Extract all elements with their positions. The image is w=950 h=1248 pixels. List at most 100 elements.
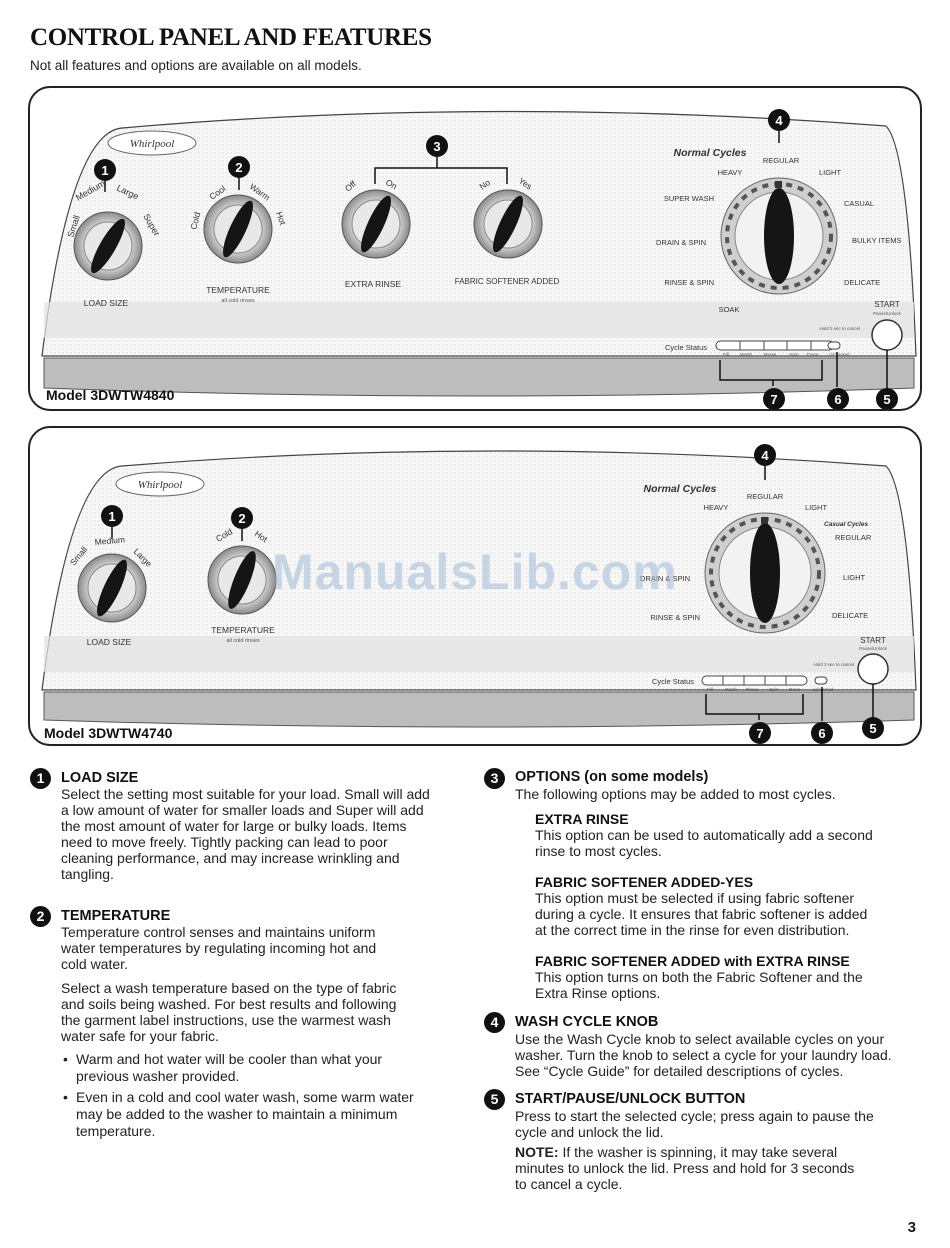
svg-text:Pause/Unlock: Pause/Unlock bbox=[873, 311, 902, 316]
load-size-knob[interactable] bbox=[73, 211, 143, 281]
svg-text:REGULAR: REGULAR bbox=[763, 156, 800, 165]
svg-text:DRAIN & SPIN: DRAIN & SPIN bbox=[640, 574, 690, 583]
fabric-softener-text: This option must be selected if using fa… bbox=[535, 890, 868, 938]
section-3-number: 3 bbox=[484, 768, 505, 789]
wash-cycle-heading: WASH CYCLE KNOB bbox=[515, 1014, 659, 1030]
start-button-heading: START/PAUSE/UNLOCK BUTTON bbox=[515, 1091, 746, 1107]
load-size-label: LOAD SIZE bbox=[87, 637, 132, 647]
load-size-knob[interactable] bbox=[77, 553, 147, 623]
svg-text:6: 6 bbox=[834, 392, 841, 407]
svg-text:Hold 3 sec to cancel: Hold 3 sec to cancel bbox=[819, 326, 860, 331]
svg-text:START: START bbox=[860, 636, 886, 645]
callout-6-icon bbox=[811, 722, 833, 744]
svg-text:SUPER WASH: SUPER WASH bbox=[664, 194, 714, 203]
svg-text:Fill: Fill bbox=[723, 352, 729, 358]
callout-3-icon bbox=[426, 135, 448, 157]
svg-text:DRAIN & SPIN: DRAIN & SPIN bbox=[656, 238, 706, 247]
svg-text:RINSE & SPIN: RINSE & SPIN bbox=[650, 613, 700, 622]
fabric-softener-heading: FABRIC SOFTENER ADDED-YES bbox=[535, 874, 754, 890]
svg-text:Fill: Fill bbox=[707, 687, 713, 693]
fabric-softener-knob[interactable] bbox=[473, 189, 543, 259]
temperature-bullet-1: • Warm and hot water will be cooler than… bbox=[63, 1051, 383, 1084]
extra-rinse-knob[interactable] bbox=[341, 189, 411, 259]
svg-text:2: 2 bbox=[235, 160, 242, 175]
model-label: Model 3DWTW4840 bbox=[46, 387, 175, 403]
page-number: 3 bbox=[907, 1219, 916, 1236]
svg-text:Medium: Medium bbox=[94, 534, 125, 547]
svg-text:Wash: Wash bbox=[740, 352, 752, 358]
callout-1-icon bbox=[94, 159, 116, 181]
extra-rinse-label: EXTRA RINSE bbox=[345, 279, 402, 289]
extra-rinse-heading: EXTRA RINSE bbox=[535, 811, 629, 827]
temperature-knob[interactable] bbox=[203, 194, 273, 264]
page-title: CONTROL PANEL AND FEATURES bbox=[30, 24, 432, 51]
svg-text:Cycle Status: Cycle Status bbox=[652, 677, 694, 686]
temperature-text-1: Temperature control senses and maintains… bbox=[61, 924, 377, 972]
svg-text:REGULAR: REGULAR bbox=[835, 533, 872, 542]
svg-text:LIGHT: LIGHT bbox=[819, 168, 842, 177]
svg-text:5: 5 bbox=[869, 721, 876, 736]
cycle-status-lights bbox=[701, 675, 808, 686]
temperature-label: TEMPERATURE bbox=[206, 285, 270, 295]
whirlpool-logo bbox=[107, 130, 197, 156]
lid-locked-light bbox=[814, 676, 828, 685]
section-2-number: 2 bbox=[30, 906, 51, 927]
wash-cycle-knob[interactable] bbox=[704, 512, 826, 634]
section-4-number: 4 bbox=[484, 1012, 505, 1033]
svg-text:Normal Cycles: Normal Cycles bbox=[644, 483, 717, 495]
cycle-status-lights bbox=[715, 340, 835, 351]
svg-text:1: 1 bbox=[108, 509, 115, 524]
start-button[interactable] bbox=[871, 319, 903, 351]
svg-text:Rinse: Rinse bbox=[764, 352, 777, 358]
svg-text:4: 4 bbox=[775, 113, 783, 128]
callout-2-icon bbox=[231, 507, 253, 529]
svg-text:HEAVY: HEAVY bbox=[718, 168, 743, 177]
temperature-text-2: Select a wash temperature based on the t… bbox=[61, 980, 397, 1044]
svg-text:Rinse: Rinse bbox=[746, 687, 759, 693]
callout-7-icon bbox=[749, 722, 771, 744]
console-bottom-band bbox=[43, 691, 915, 728]
page-subtitle: Not all features and options are availab… bbox=[30, 58, 362, 73]
svg-text:RINSE & SPIN: RINSE & SPIN bbox=[664, 278, 714, 287]
options-heading: OPTIONS (on some models) bbox=[515, 769, 709, 785]
fabric-softener-label: FABRIC SOFTENER ADDED bbox=[455, 277, 560, 286]
svg-text:DELICATE: DELICATE bbox=[832, 611, 868, 620]
lid-locked-light bbox=[827, 341, 841, 350]
svg-text:Cold: Cold bbox=[188, 211, 202, 231]
section-1-number: 1 bbox=[30, 768, 51, 789]
load-size-text: Select the setting most suitable for you… bbox=[61, 786, 430, 882]
svg-text:REGULAR: REGULAR bbox=[747, 492, 784, 501]
svg-text:DELICATE: DELICATE bbox=[844, 278, 880, 287]
extra-rinse-text: This option can be used to automatically… bbox=[535, 827, 873, 859]
svg-text:3: 3 bbox=[433, 139, 440, 154]
whirlpool-logo bbox=[115, 471, 205, 497]
temperature-bullet-2: • Even in a cold and cool water wash, so… bbox=[63, 1089, 414, 1139]
brand-text: Whirlpool bbox=[130, 138, 175, 150]
svg-text:CASUAL: CASUAL bbox=[844, 199, 874, 208]
svg-text:Done: Done bbox=[789, 687, 801, 693]
callout-1-icon bbox=[101, 505, 123, 527]
load-size-label: LOAD SIZE bbox=[84, 298, 129, 308]
start-button[interactable] bbox=[857, 653, 889, 685]
combo-option-text: This option turns on both the Fabric Sof… bbox=[535, 969, 863, 1001]
wash-cycle-knob[interactable] bbox=[720, 177, 838, 295]
console-bottom-band bbox=[43, 357, 915, 397]
callout-6-icon bbox=[827, 388, 849, 409]
svg-text:Normal Cycles: Normal Cycles bbox=[674, 147, 747, 159]
svg-text:all cold rinses: all cold rinses bbox=[221, 298, 255, 304]
start-button-text: Press to start the selected cycle; press… bbox=[515, 1108, 874, 1140]
callout-5-icon bbox=[862, 717, 884, 739]
temperature-knob[interactable] bbox=[207, 545, 277, 615]
svg-text:Spin: Spin bbox=[789, 352, 799, 358]
svg-text:1: 1 bbox=[101, 163, 108, 178]
svg-text:7: 7 bbox=[770, 392, 777, 407]
svg-text:Wash: Wash bbox=[725, 687, 737, 693]
svg-text:SOAK: SOAK bbox=[719, 305, 740, 314]
wash-cycle-text: Use the Wash Cycle knob to select availa… bbox=[515, 1031, 892, 1079]
svg-text:LIGHT: LIGHT bbox=[843, 573, 866, 582]
brand-text: Whirlpool bbox=[138, 479, 183, 491]
temperature-heading: TEMPERATURE bbox=[61, 908, 171, 924]
model-label: Model 3DWTW4740 bbox=[44, 725, 173, 741]
section-5-number: 5 bbox=[484, 1089, 505, 1110]
callout-5-icon bbox=[876, 388, 898, 409]
